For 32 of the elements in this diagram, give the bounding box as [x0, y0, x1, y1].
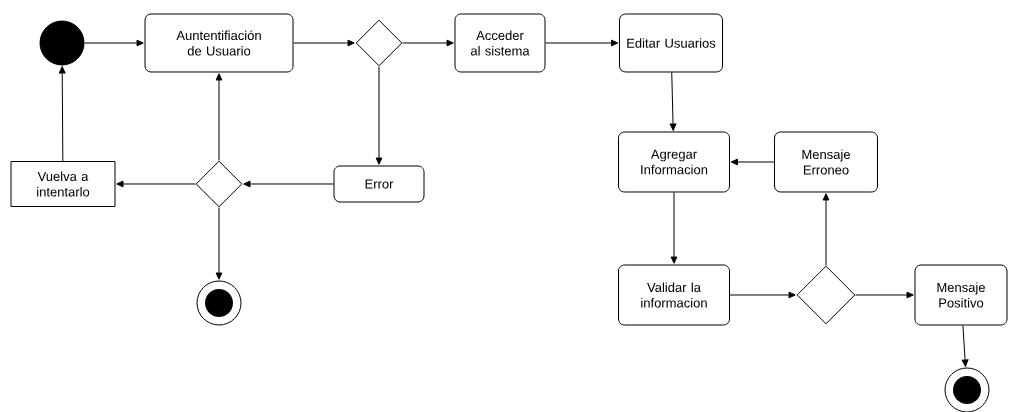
arrow [375, 66, 383, 165]
arrow [243, 180, 334, 188]
end-node [944, 367, 990, 412]
decision-diamond [195, 160, 243, 208]
decision-diamond [796, 265, 856, 325]
action-box: Agregar Informacion [618, 131, 730, 193]
arrow [730, 158, 775, 166]
end-node [196, 280, 242, 326]
arrow [116, 180, 196, 188]
action-box: Editar Usuarios [619, 13, 723, 73]
action-box: Error [333, 165, 425, 203]
arrow [215, 73, 223, 161]
action-box: Auntentifiación de Usuario [144, 13, 294, 73]
arrow [961, 325, 969, 367]
arrow [822, 193, 830, 266]
arrow [215, 207, 223, 280]
arrow [729, 291, 796, 299]
action-box: Validar la informacion [618, 264, 730, 326]
arrow [855, 291, 914, 299]
action-box: Mensaje Positivo [914, 264, 1008, 326]
arrow [58, 66, 66, 162]
arrow [402, 39, 454, 47]
arrow [670, 192, 678, 264]
arrow [669, 72, 677, 131]
decision-diamond [355, 19, 403, 67]
action-box: Mensaje Erroneo [774, 131, 878, 193]
arrow [293, 39, 355, 47]
action-box: Vuelva a intentarlo [10, 161, 116, 207]
arrow [84, 39, 144, 47]
start-node [39, 20, 85, 66]
action-box: Acceder al sistema [454, 13, 546, 73]
arrow [545, 39, 619, 47]
